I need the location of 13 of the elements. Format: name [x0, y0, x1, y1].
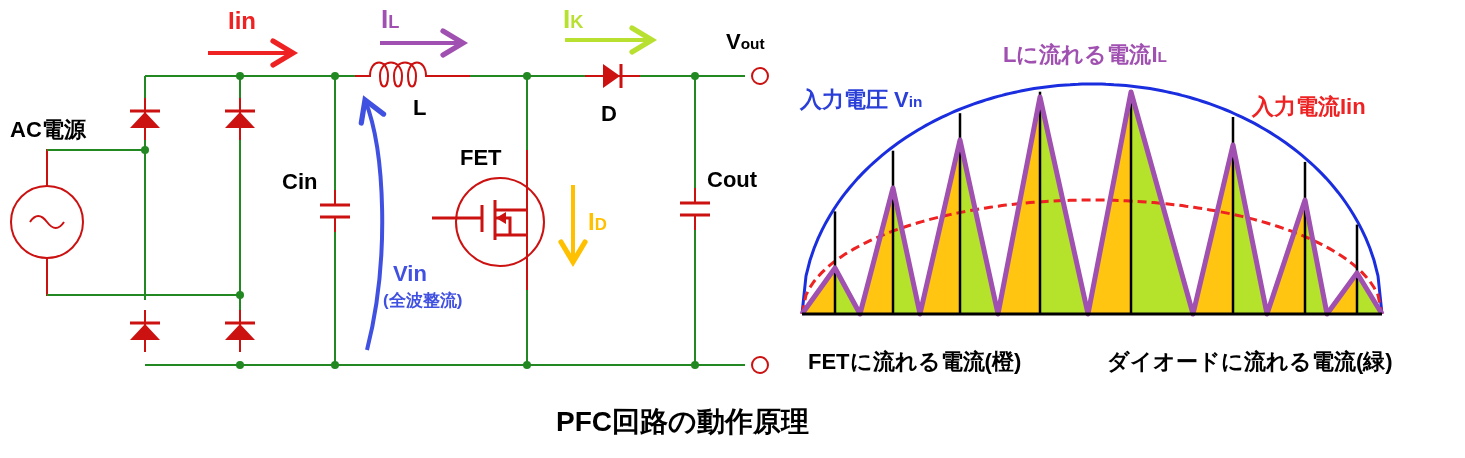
voltage-note: (全波整流)	[383, 292, 463, 311]
voltage-label: Vin	[393, 262, 427, 287]
current-label: Iin	[228, 8, 256, 35]
component-label: D	[601, 102, 617, 127]
component-label: FET	[460, 146, 502, 171]
component-label: Cout	[707, 168, 758, 193]
component-label: AC電源	[10, 118, 86, 143]
component-label: Cin	[282, 170, 318, 195]
diagram-title: PFC回路の動作原理	[556, 407, 809, 438]
waveform-label: ダイオードに流れる電流(緑)	[1107, 350, 1393, 375]
component-label: L	[413, 96, 427, 121]
waveform-label: 入力電流Iin	[1252, 95, 1366, 120]
waveform-label: FETに流れる電流(橙)	[808, 350, 1022, 375]
